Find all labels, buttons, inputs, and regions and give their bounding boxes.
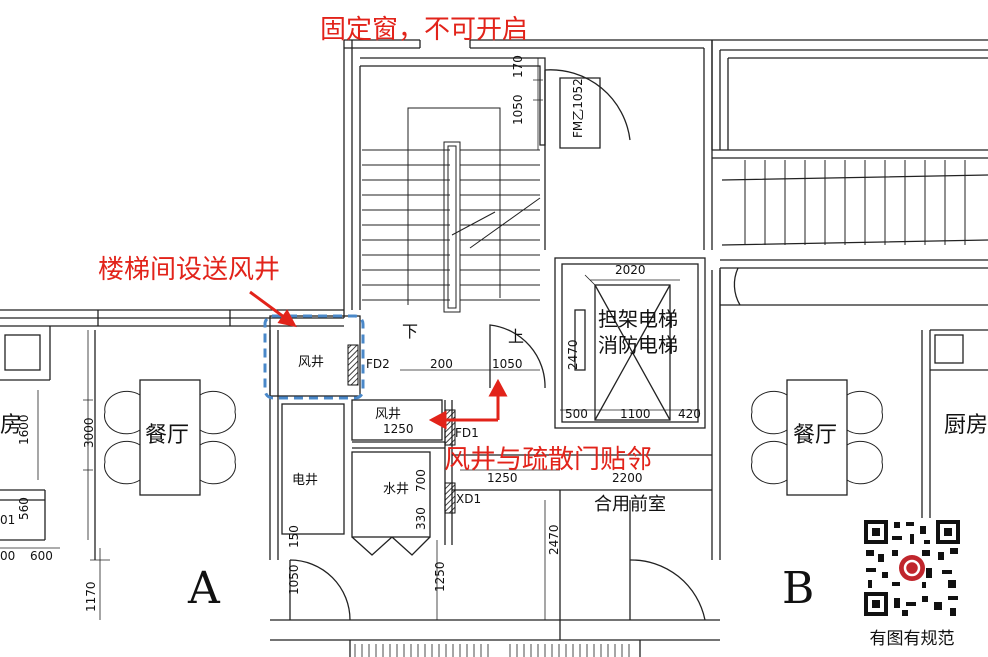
tag-fm: FM乙1052: [571, 78, 585, 138]
tag-xd1: XD1: [456, 492, 481, 506]
label-fan-shaft-1: 风井: [298, 355, 324, 370]
dim-330: 330: [414, 507, 428, 530]
dim-3000: 3000: [82, 417, 96, 448]
dim-1250-shaft: 1250: [383, 422, 414, 436]
door-hatch-xd1: [444, 482, 456, 514]
walls: [0, 39, 988, 657]
dim-420: 420: [678, 407, 701, 421]
qr-code-icon: [862, 518, 962, 618]
dim-1100: 1100: [620, 407, 651, 421]
tag-fd2: FD2: [366, 357, 390, 371]
annotation-arrows: [249, 290, 508, 430]
dim-1050-top: 1050: [511, 94, 525, 125]
dim-2200: 2200: [612, 471, 643, 485]
dim-200: 200: [430, 357, 453, 371]
label-shared-lobby: 合用前室: [594, 494, 666, 515]
dim-01: 01: [0, 513, 15, 527]
dim-2470-elev: 2470: [566, 339, 580, 370]
dim-1600: 1600: [17, 414, 31, 445]
label-unit-b: B: [782, 563, 814, 614]
dim-2470-lobby: 2470: [547, 524, 561, 555]
dim-2020: 2020: [615, 263, 646, 277]
label-water-shaft: 水井: [383, 482, 409, 497]
dim-1050-low: 1050: [287, 564, 301, 595]
label-dining-right: 餐厅: [793, 423, 837, 448]
dim-500: 500: [565, 407, 588, 421]
label-stair-up: 上: [508, 327, 524, 346]
label-fan-shaft-2: 风井: [375, 407, 401, 422]
label-elevator-2: 消防电梯: [598, 333, 678, 357]
label-kitchen-left: 房: [0, 413, 22, 438]
annotation-fixed-window: 固定窗，不可开启: [320, 15, 528, 45]
door-hatch-fd2: [347, 344, 359, 386]
brand-caption: 有图有规范: [869, 629, 955, 649]
dim-600: 600: [30, 549, 53, 563]
dim-1250-lobby: 1250: [487, 471, 518, 485]
label-elec-shaft: 电井: [292, 473, 318, 488]
dim-560: 560: [17, 497, 31, 520]
dim-00: 00: [0, 549, 15, 563]
shaft-highlight-box: [263, 314, 365, 400]
label-unit-a: A: [187, 563, 221, 614]
label-kitchen-right: 厨房: [944, 413, 988, 438]
label-stair-down: 下: [402, 322, 418, 341]
dim-700: 700: [414, 469, 428, 492]
label-elevator-1: 担架电梯: [598, 307, 678, 331]
annotation-stair-shaft: 楼梯间设送风井: [98, 255, 280, 285]
label-dining-left: 餐厅: [145, 423, 189, 448]
dim-1050-door: 1050: [492, 357, 523, 371]
tag-fd1: FD1: [455, 426, 479, 440]
dim-170: 170: [511, 55, 525, 78]
annotation-shaft-adjacent: 风井与疏散门贴邻: [444, 445, 652, 475]
dim-150: 150: [287, 525, 301, 548]
dim-1250-low: 1250: [433, 561, 447, 592]
brand-block: 有图有规范: [852, 518, 972, 649]
dim-1170: 1170: [84, 581, 98, 612]
